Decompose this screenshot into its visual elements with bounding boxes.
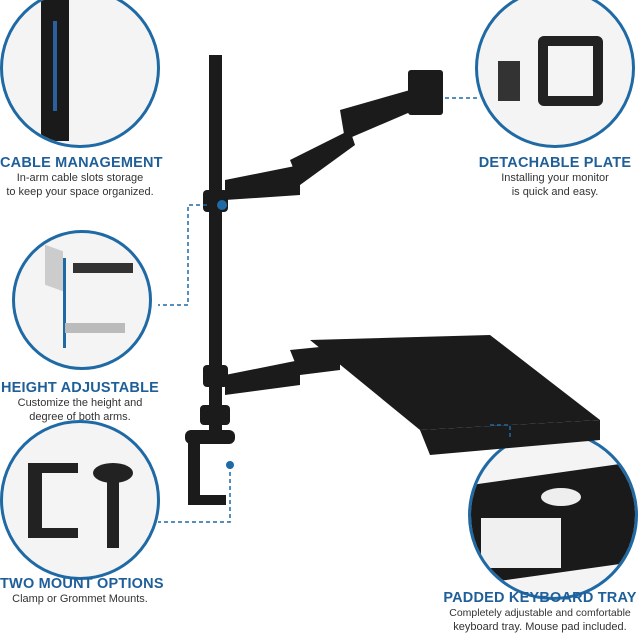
feature-detachable-plate: DETACHABLE PLATE Installing your monitor… — [460, 155, 640, 199]
feature-desc: keyboard tray. Mouse pad included. — [453, 621, 627, 633]
feature-title: HEIGHT ADJUSTABLE — [0, 380, 160, 396]
feature-desc: is quick and easy. — [511, 186, 599, 198]
feature-title: DETACHABLE PLATE — [478, 155, 632, 171]
feature-title: PADDED KEYBOARD TRAY — [443, 590, 637, 606]
feature-two-mount-options: TWO MOUNT OPTIONS Clamp or Grommet Mount… — [0, 576, 164, 606]
feature-desc: Clamp or Grommet Mounts. — [12, 593, 148, 605]
vertical-arrow-icon — [63, 258, 66, 348]
feature-title: CABLE MANAGEMENT — [0, 155, 163, 171]
feature-desc: to keep your space organized. — [6, 186, 154, 198]
mount-options-image — [0, 420, 160, 580]
feature-desc: Customize the height and — [17, 397, 143, 409]
feature-desc: Completely adjustable and comfortable — [449, 607, 631, 619]
feature-padded-keyboard-tray: PADDED KEYBOARD TRAY Completely adjustab… — [440, 590, 640, 634]
feature-height-adjustable: HEIGHT ADJUSTABLE Customize the height a… — [0, 380, 160, 424]
feature-desc: degree of both arms. — [29, 411, 131, 423]
feature-title: TWO MOUNT OPTIONS — [0, 576, 164, 592]
feature-cable-management: CABLE MANAGEMENT In-arm cable slots stor… — [0, 155, 163, 199]
feature-desc: Installing your monitor — [501, 172, 609, 184]
detachable-plate-image — [475, 0, 635, 148]
vesa-plate-icon — [538, 36, 603, 106]
keyboard-tray-image — [468, 430, 638, 600]
feature-desc: In-arm cable slots storage — [16, 172, 144, 184]
height-adjustable-image — [12, 230, 152, 370]
cable-management-image — [0, 0, 160, 148]
